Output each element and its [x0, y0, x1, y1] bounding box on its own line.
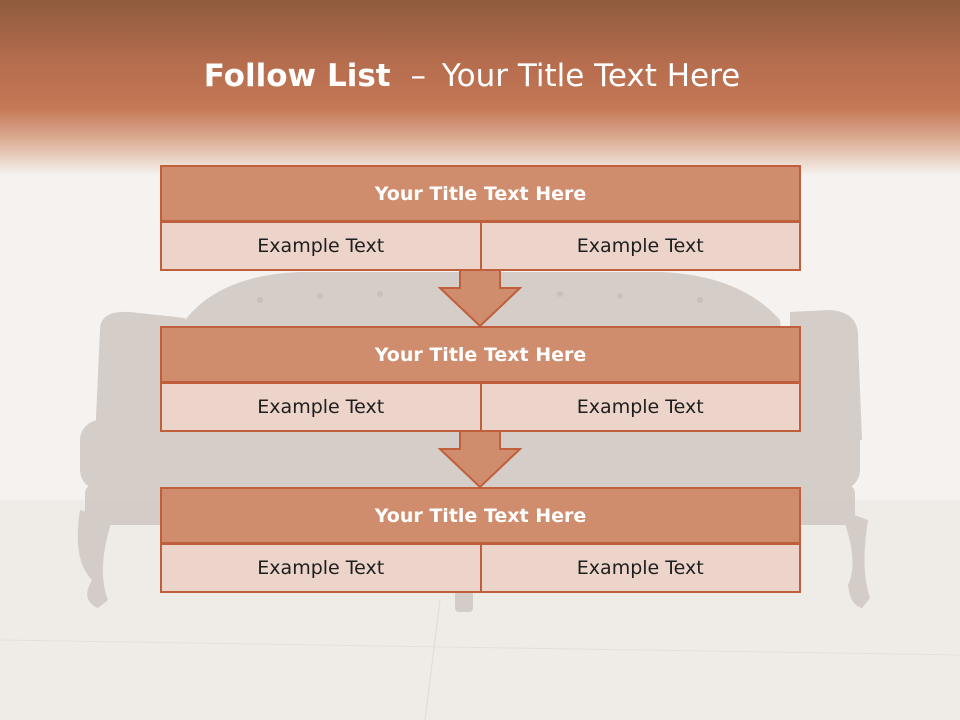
title-dash: – — [410, 58, 426, 94]
step-2-right-cell: Example Text — [479, 382, 801, 432]
step-row-1: Example Text Example Text — [160, 221, 801, 271]
step-1-left-cell: Example Text — [160, 221, 482, 271]
step-title-2: Your Title Text Here — [160, 326, 801, 383]
step-3-right-cell: Example Text — [479, 543, 801, 593]
slide-title: Follow List – Your Title Text Here — [0, 55, 944, 97]
step-block-2: Your Title Text Here Example Text Exampl… — [160, 326, 801, 432]
down-arrow-icon-1 — [438, 270, 522, 328]
title-bold: Follow List — [203, 58, 391, 94]
step-block-3: Your Title Text Here Example Text Exampl… — [160, 487, 801, 593]
step-row-2: Example Text Example Text — [160, 382, 801, 432]
step-block-1: Your Title Text Here Example Text Exampl… — [160, 165, 801, 271]
step-title-1: Your Title Text Here — [160, 165, 801, 222]
header-band — [0, 0, 960, 175]
step-row-3: Example Text Example Text — [160, 543, 801, 593]
step-2-left-cell: Example Text — [160, 382, 482, 432]
step-1-right-cell: Example Text — [479, 221, 801, 271]
down-arrow-icon-2 — [438, 431, 522, 489]
step-3-left-cell: Example Text — [160, 543, 482, 593]
title-rest: Your Title Text Here — [441, 58, 741, 94]
step-title-3: Your Title Text Here — [160, 487, 801, 544]
